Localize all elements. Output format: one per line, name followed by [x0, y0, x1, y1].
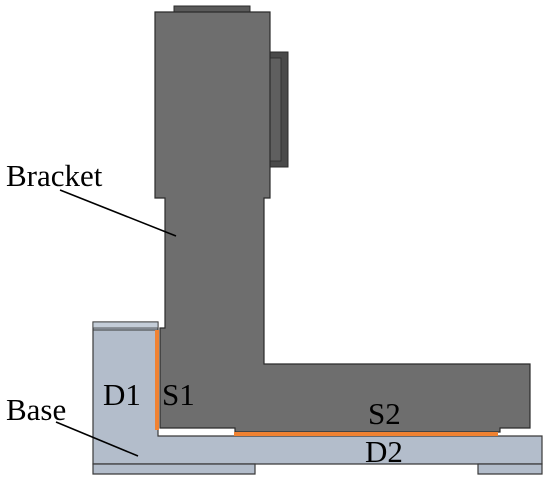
- contact-surfaces: [155, 330, 498, 436]
- base-foot-right: [477, 463, 543, 475]
- d1-label: D1: [103, 377, 141, 412]
- s2-label: S2: [368, 396, 401, 431]
- s1-label: S1: [162, 377, 195, 412]
- bracket-leader-line: [59, 189, 177, 237]
- base-label: Base: [6, 392, 66, 427]
- bracket-body: [154, 11, 531, 433]
- base-leader-line: [55, 421, 139, 457]
- bracket-label: Bracket: [6, 158, 103, 193]
- base-top-edge: [92, 321, 159, 329]
- bracket-side-boss-inner: [269, 57, 282, 162]
- base-foot-left: [92, 463, 256, 475]
- d2-label: D2: [365, 434, 403, 469]
- bracket-part: [154, 5, 531, 433]
- base-part: [92, 321, 543, 475]
